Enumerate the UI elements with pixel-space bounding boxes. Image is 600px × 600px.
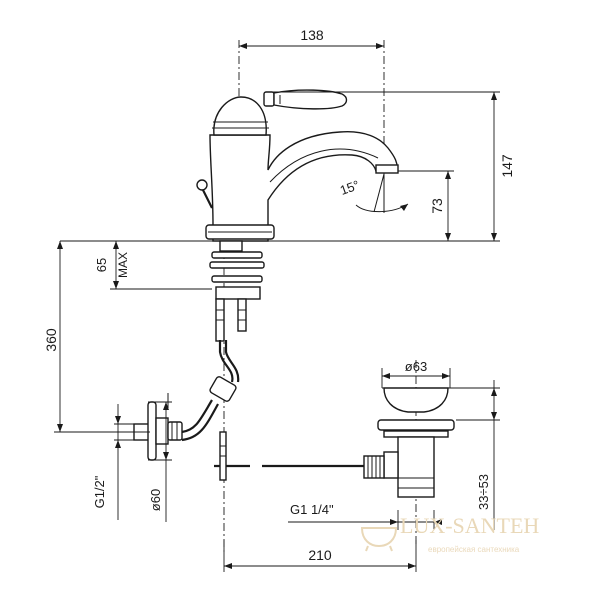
dimension-33-53-label: 33÷53 [476,474,491,510]
flexible-hose [181,340,240,442]
dimension-65-label: 65 [94,258,109,272]
dimension-210-label: 210 [308,547,332,563]
dimension-360-label: 360 [43,328,59,352]
dimension-147: 147 [268,91,515,242]
dimension-360: 360 [43,241,150,433]
dimension-o63: ø63 [381,359,451,388]
mixer-body [196,96,399,242]
dimension-147-label: 147 [499,154,515,178]
lever-handle [263,89,348,110]
dimension-o60-label: ø60 [148,489,163,511]
dimension-g114-label: G1 1/4" [290,502,334,517]
waste-assembly [363,387,455,498]
dimension-o63-label: ø63 [405,359,427,374]
angle-15-label: 15° [338,177,362,198]
dimension-g114: G1 1/4" [288,502,442,530]
dimension-o60: ø60 [148,401,172,522]
dimension-33-53: 33÷53 [450,380,500,530]
watermark: LUX-SANTEH европейская сантехника [360,513,539,554]
under-deck-fixing [209,240,265,342]
dimension-73-label: 73 [429,198,445,214]
popup-rod [214,431,364,481]
dimension-73: 73 [398,170,454,241]
watermark-brand: LUX-SANTEH [400,513,539,538]
dimension-g12-label: G1/2" [92,475,107,508]
angle-15: 15° [338,173,409,213]
watermark-tagline: европейская сантехника [428,545,520,554]
dimension-65-max: 65 MAX [94,240,212,290]
dimension-210: 210 [223,540,417,572]
bathtub-logo-icon [360,527,398,552]
wall-inlet [133,393,183,461]
dimension-65-max-note: MAX [116,252,130,278]
dimension-138-label: 138 [300,27,324,43]
dimension-138: 138 [239,27,384,49]
dimension-g12: G1/2" [92,404,136,520]
